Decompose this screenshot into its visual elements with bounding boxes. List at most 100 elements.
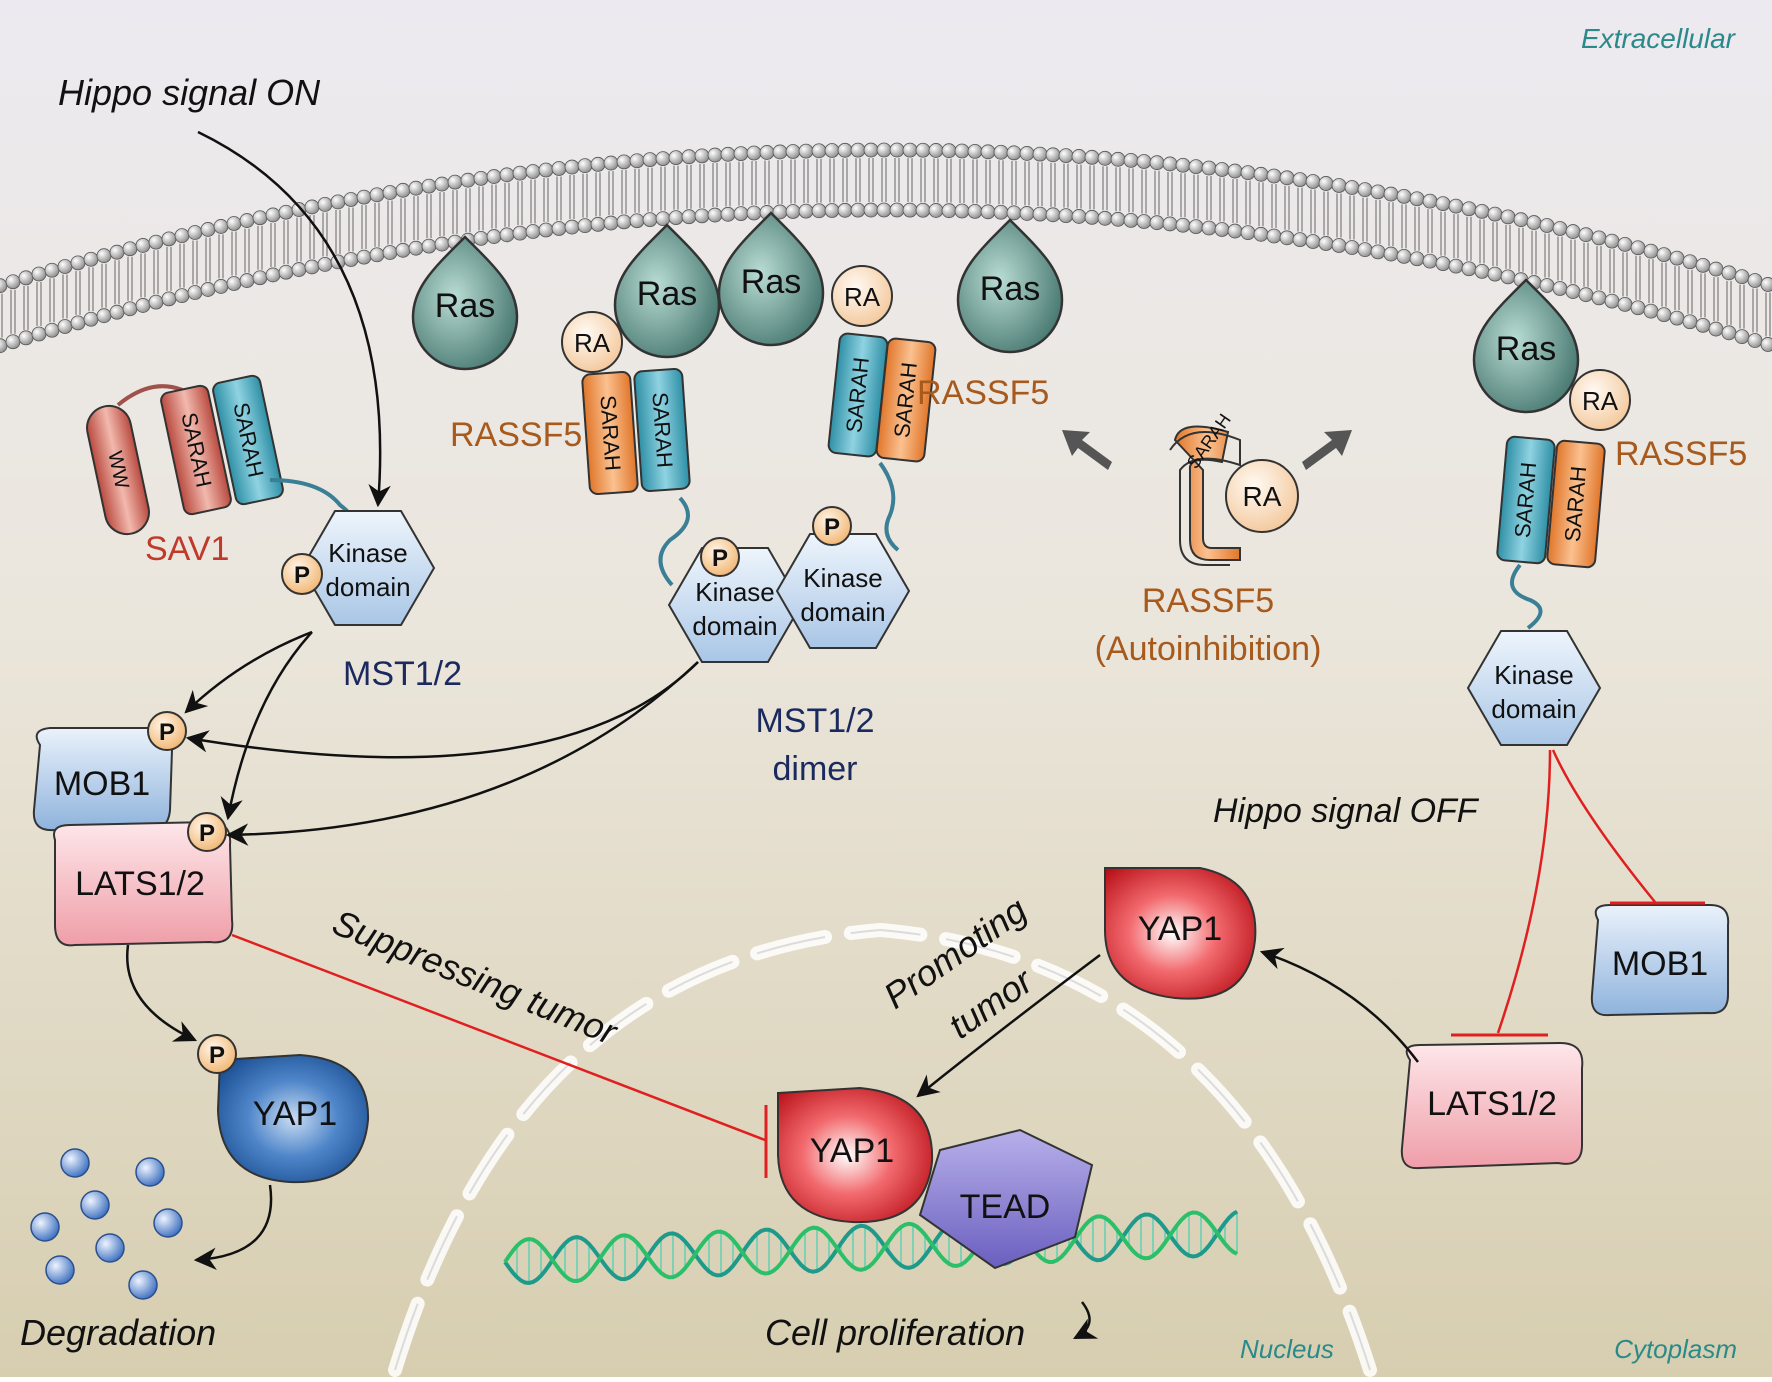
activation-arrows: [125, 130, 1419, 1271]
mst-kinase-domain: Kinase domain: [300, 510, 436, 626]
svg-text:Ras: Ras: [741, 263, 801, 301]
kinase-inhibits-lats: [1496, 749, 1552, 1034]
svg-text:P: P: [159, 719, 175, 746]
arrow-dimer-to-mob1: [185, 661, 699, 759]
svg-text:Ras: Ras: [637, 275, 697, 313]
hippo-signal-off-label: Hippo signal OFF: [1213, 792, 1480, 830]
svg-text:P: P: [294, 562, 310, 589]
svg-text:domain: domain: [800, 597, 885, 627]
mst-sarah-domain: SARAH: [827, 332, 889, 458]
sav1-sarah-domain: SARAH: [160, 384, 232, 516]
svg-text:SARAH: SARAH: [595, 394, 625, 471]
mst-kinase-domain: Kinase domain: [667, 547, 803, 663]
nuclear-envelope-edge: [394, 928, 1371, 1371]
rassf5-label: RASSF5: [1615, 435, 1747, 473]
svg-text:MOB1: MOB1: [54, 765, 150, 803]
phospho-site: P: [281, 553, 323, 595]
rassf5-sarah-domain: SARAH: [1546, 439, 1606, 569]
svg-text:domain: domain: [692, 611, 777, 641]
phospho-site: P: [197, 1034, 237, 1074]
mst-kinase-domain: Kinase domain: [775, 533, 911, 649]
rassf5-autoinhibited: SARAH RA: [1169, 410, 1299, 566]
svg-text:P: P: [824, 514, 840, 541]
arrow-mst-to-lats: [220, 631, 313, 821]
ra-domain: RA: [561, 311, 623, 373]
cytoplasm-label: Cytoplasm: [1614, 1334, 1737, 1364]
svg-text:Kinase: Kinase: [695, 577, 775, 607]
arrow-to-dimer: [1062, 430, 1112, 470]
mob1-protein: MOB1: [32, 727, 174, 832]
svg-text:P: P: [712, 545, 728, 572]
arrow-yap1-to-nucleus: [916, 954, 1101, 1098]
ras-protein: Ras: [1472, 278, 1580, 414]
mst-sarah-domain: SARAH: [212, 374, 284, 506]
arrow-mst-to-mob1: [184, 630, 313, 714]
ras-protein: Ras: [613, 223, 721, 359]
rassf5-sarah-domain: SARAH: [875, 337, 937, 463]
svg-text:RA: RA: [1582, 386, 1619, 416]
svg-text:RA: RA: [574, 328, 611, 358]
ras-protein: Ras: [717, 211, 825, 347]
mst-kinase-domain: Kinase domain: [1466, 630, 1602, 746]
nucleus-label: Nucleus: [1240, 1334, 1334, 1364]
phospho-site: P: [700, 537, 740, 577]
degradation-products: [30, 1148, 183, 1300]
phospho-site: P: [812, 506, 852, 546]
sav1-label: SAV1: [145, 530, 229, 568]
yap1-nuclear: YAP1: [777, 1086, 934, 1224]
arrow-yap1-to-degradation: [193, 1184, 273, 1271]
dna-helix: [503, 1209, 1239, 1286]
svg-text:YAP1: YAP1: [1138, 910, 1222, 948]
mst-dimer-complex: RA SARAH SARAH RA SARAH SARAH Kinase: [561, 265, 937, 663]
svg-text:MOB1: MOB1: [1612, 945, 1708, 983]
degradation-label: Degradation: [20, 1312, 216, 1353]
mst-dimer-label: dimer: [772, 750, 857, 788]
svg-text:P: P: [199, 820, 215, 847]
cell-proliferation-label: Cell proliferation: [765, 1312, 1025, 1353]
svg-text:P: P: [209, 1042, 225, 1069]
svg-text:Ras: Ras: [980, 270, 1040, 308]
svg-text:RA: RA: [1243, 481, 1282, 512]
svg-text:RA: RA: [844, 282, 881, 312]
arrow-to-monomer: [1302, 430, 1352, 470]
extracellular-label: Extracellular: [1581, 23, 1737, 54]
lats-protein: LATS1/2: [53, 820, 234, 947]
rassf5-label: RASSF5: [450, 416, 582, 454]
proliferation-curl-arrow: [1073, 1301, 1099, 1340]
svg-text:Kinase: Kinase: [1494, 660, 1574, 690]
svg-text:Ras: Ras: [435, 287, 495, 325]
svg-text:domain: domain: [325, 572, 410, 602]
ra-domain: RA: [831, 265, 893, 327]
svg-text:domain: domain: [1491, 694, 1576, 724]
tead-protein: TEAD: [918, 1128, 1094, 1270]
svg-text:LATS1/2: LATS1/2: [75, 865, 205, 903]
ras-protein: Ras: [411, 235, 519, 371]
arrow-dimer-to-lats: [225, 661, 699, 846]
mob1-protein: MOB1: [1590, 904, 1730, 1017]
plasma-membrane: [0, 142, 1772, 354]
mst-label: MST1/2: [343, 655, 462, 693]
svg-text:Ras: Ras: [1496, 330, 1556, 368]
yap1-phosphorylated: YAP1: [216, 1053, 370, 1184]
mst-sarah-domain: SARAH: [1496, 435, 1556, 565]
svg-text:YAP1: YAP1: [253, 1095, 337, 1133]
sav1-complex: WW SARAH SARAH SAV1: [86, 374, 356, 568]
phospho-site: P: [147, 711, 187, 751]
lats-inhibits-yap1: [231, 933, 766, 1142]
rassf5-autoinhibition-label: (Autoinhibition): [1095, 630, 1322, 668]
rassf5-label: RASSF5: [917, 374, 1049, 412]
svg-text:YAP1: YAP1: [810, 1132, 894, 1170]
svg-text:SARAH: SARAH: [647, 391, 677, 468]
ra-domain: RA: [1225, 459, 1299, 533]
rassf5-sarah-domain: SARAH: [581, 371, 639, 495]
yap1-cytoplasmic: YAP1: [1104, 867, 1257, 1000]
kinase-inhibits-mob1: [1551, 749, 1656, 903]
lats-protein: LATS1/2: [1400, 1041, 1584, 1170]
signal-on-arrow: [197, 130, 391, 508]
phospho-site: P: [187, 812, 227, 852]
arrow-lats-off-to-yap1: [1259, 947, 1419, 1063]
inhibition-lines: [231, 749, 1705, 1178]
svg-text:TEAD: TEAD: [960, 1188, 1051, 1226]
